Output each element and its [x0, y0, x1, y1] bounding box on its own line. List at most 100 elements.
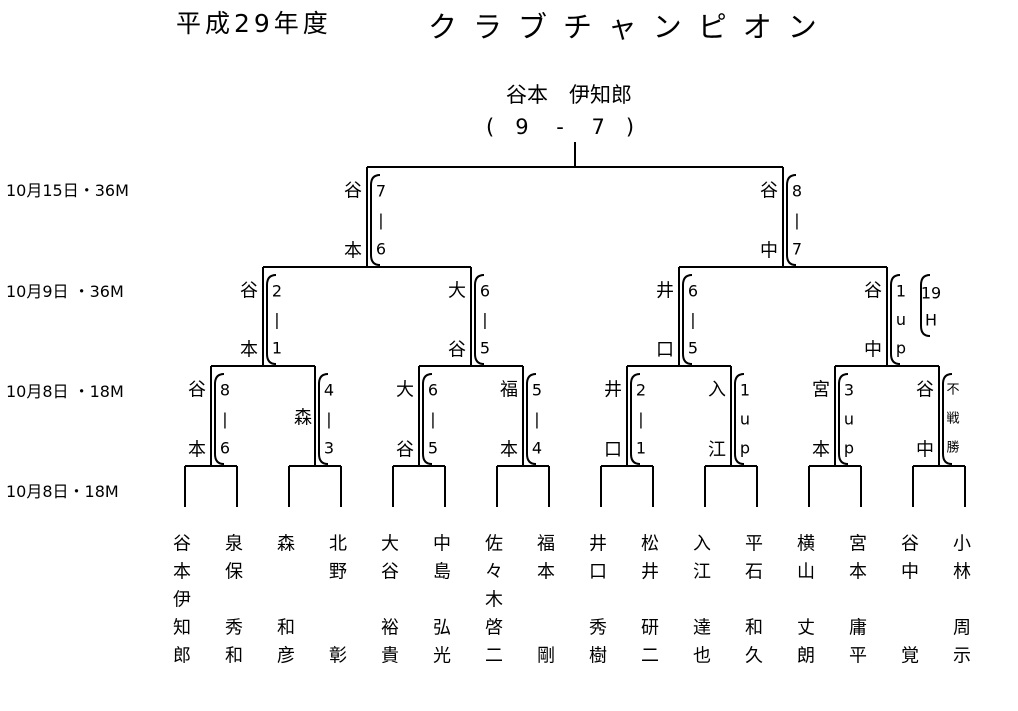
winner-name: 中 [760, 241, 778, 262]
match-score: 2 [636, 381, 646, 400]
player-name: 剛 [537, 646, 555, 667]
player-name: 松 [641, 534, 659, 555]
player-name: 泉 [225, 534, 243, 555]
score-bracket-sf-0 [370, 174, 381, 266]
match-score-extra: 19 [921, 284, 941, 303]
title-event: クラブチャンピオン [428, 10, 833, 44]
winner-name: 本 [812, 440, 830, 461]
match-score: | [638, 410, 643, 429]
winner-name: 谷 [760, 181, 778, 202]
player-name: 島 [433, 562, 451, 583]
player-name: 二 [641, 646, 659, 667]
player-name: 伊 [173, 590, 191, 611]
player-name: 北 [329, 534, 347, 555]
score-bracket-qf-1 [474, 274, 485, 365]
score-bracket-qf-3 [890, 274, 901, 365]
round-label-quarterfinal: 10月9日 ・36M [6, 282, 124, 301]
player-name: 啓 [485, 618, 503, 639]
winner-name: 谷 [188, 380, 206, 401]
title-year: 平成29年度 [176, 9, 332, 38]
score-bracket-r1-7 [942, 373, 953, 465]
winner-name: 口 [604, 440, 622, 461]
player-name: 平 [745, 534, 763, 555]
score-bracket-sf-1 [786, 174, 797, 266]
match-score: 8 [792, 182, 802, 201]
match-score: 4 [324, 381, 334, 400]
winner-name: 井 [604, 380, 622, 401]
champion-name: 谷本 伊知郎 [506, 83, 632, 107]
winner-name: 谷 [864, 281, 882, 302]
match-score: 2 [272, 282, 282, 301]
player-name: 本 [849, 562, 867, 583]
player-name: 江 [693, 562, 711, 583]
winner-name: 谷 [448, 340, 466, 361]
player-name: 井 [641, 562, 659, 583]
match-score: | [430, 410, 435, 429]
winner-name: 本 [344, 241, 362, 262]
player-name: 平 [849, 646, 867, 667]
match-score: 7 [376, 182, 386, 201]
match-score: 戦 [946, 412, 959, 427]
match-score: | [378, 211, 383, 230]
player-name: 小 [953, 534, 971, 555]
player-name: 中 [433, 534, 451, 555]
player-name: 和 [745, 618, 763, 639]
match-score: 5 [428, 439, 438, 458]
score-bracket-r1-5 [734, 373, 745, 465]
winner-name: 本 [188, 440, 206, 461]
match-score: u [896, 310, 906, 329]
player-name: 福 [537, 534, 555, 555]
match-score: 不 [946, 383, 959, 398]
player-name: 周 [953, 618, 971, 639]
match-score: p [740, 439, 750, 458]
player-name: 弘 [433, 618, 451, 639]
score-bracket-qf-0 [266, 274, 277, 365]
winner-name: 入 [708, 380, 726, 401]
winner-name: 本 [500, 440, 518, 461]
winner-name: 大 [448, 281, 466, 302]
match-score: 6 [220, 439, 230, 458]
winner-name: 中 [864, 340, 882, 361]
player-name: 知 [173, 618, 191, 639]
player-name: 林 [953, 562, 971, 583]
match-score: p [896, 339, 906, 358]
player-name: 宮 [849, 534, 867, 555]
match-score: 4 [532, 439, 542, 458]
final-score: ( 9 - 7 ) [486, 115, 635, 139]
player-name: 朗 [797, 646, 815, 667]
winner-name: 森 [294, 408, 312, 429]
player-name: 達 [693, 618, 711, 639]
player-name: 谷 [901, 534, 919, 555]
match-score: | [534, 410, 539, 429]
winner-name: 本 [240, 340, 258, 361]
round-label-round1: 10月8日・18M [6, 482, 119, 501]
match-score: 8 [220, 381, 230, 400]
player-name: 本 [173, 562, 191, 583]
match-score: 1 [636, 439, 646, 458]
player-name: 本 [537, 562, 555, 583]
match-score: 3 [844, 381, 854, 400]
match-score: 3 [324, 439, 334, 458]
player-name: 貴 [381, 646, 399, 667]
score-bracket-r1-4 [630, 373, 641, 465]
match-score-extra: H [925, 311, 937, 330]
match-score: 5 [532, 381, 542, 400]
winner-name: 谷 [240, 281, 258, 302]
match-score: 1 [272, 339, 282, 358]
match-score: 6 [428, 381, 438, 400]
match-score: 1 [740, 381, 750, 400]
match-score: | [274, 310, 279, 329]
player-name: 庸 [849, 618, 867, 639]
player-name: 示 [953, 646, 971, 667]
player-name: 裕 [381, 618, 399, 639]
winner-name: 井 [656, 281, 674, 302]
match-score: 6 [480, 282, 490, 301]
player-name: 丈 [797, 618, 815, 639]
match-score: | [222, 410, 227, 429]
player-name: 樹 [589, 646, 607, 667]
player-name: 佐 [485, 534, 503, 555]
match-score: | [326, 410, 331, 429]
player-name: 彦 [277, 646, 295, 667]
player-name: 横 [797, 534, 815, 555]
player-name: 保 [225, 562, 243, 583]
